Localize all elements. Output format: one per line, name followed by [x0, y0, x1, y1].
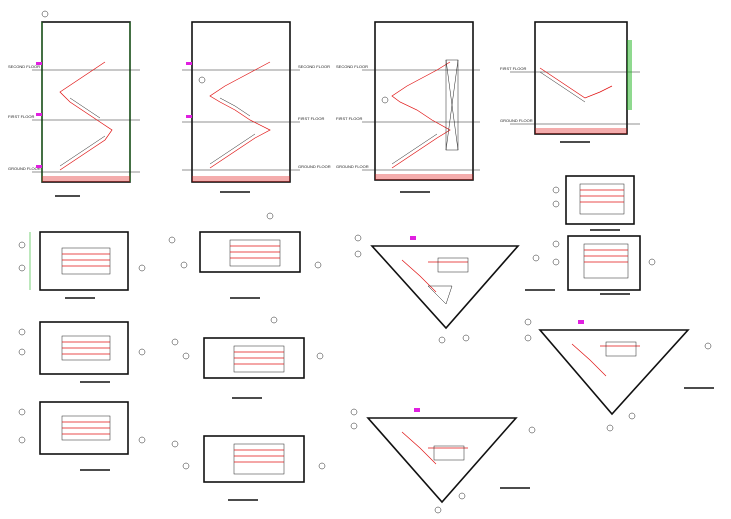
stair-section-3: SECOND FLOOR FIRST FLOOR GROUND FLOOR	[336, 21, 480, 193]
floor-plan-c1	[552, 175, 635, 231]
triangular-plan-3	[350, 408, 536, 514]
section-1-level-2: GROUND FLOOR	[8, 166, 41, 171]
floor-plan-a3	[18, 401, 146, 471]
section-3-level-2: GROUND FLOOR	[336, 164, 369, 169]
stair-section-4: FIRST FLOOR GROUND FLOOR	[500, 21, 640, 143]
section-2-level-2: GROUND FLOOR	[298, 164, 331, 169]
floor-plan-b3	[171, 435, 326, 501]
floor-plan-b2	[171, 316, 324, 399]
floor-plan-b1	[168, 212, 322, 299]
section-4-level-0: FIRST FLOOR	[500, 66, 526, 71]
floor-plan-c2	[552, 235, 656, 295]
section-4-level-1: GROUND FLOOR	[500, 118, 533, 123]
section-1-level-0: SECOND FLOOR	[8, 64, 40, 69]
floor-plan-a1	[18, 231, 146, 299]
stair-section-2: SECOND FLOOR FIRST FLOOR GROUND FLOOR	[182, 21, 331, 193]
section-2-level-1: FIRST FLOOR	[298, 116, 324, 121]
section-3-level-1: FIRST FLOOR	[336, 116, 362, 121]
section-1-level-1: FIRST FLOOR	[8, 114, 34, 119]
triangular-plan-1	[354, 234, 555, 344]
floor-plan-a2	[18, 321, 146, 383]
section-2-level-0: SECOND FLOOR	[298, 64, 330, 69]
section-3-level-0: SECOND FLOOR	[336, 64, 368, 69]
stair-section-1: SECOND FLOOR FIRST FLOOR GROUND FLOOR	[8, 10, 140, 197]
triangular-plan-2	[524, 318, 714, 432]
